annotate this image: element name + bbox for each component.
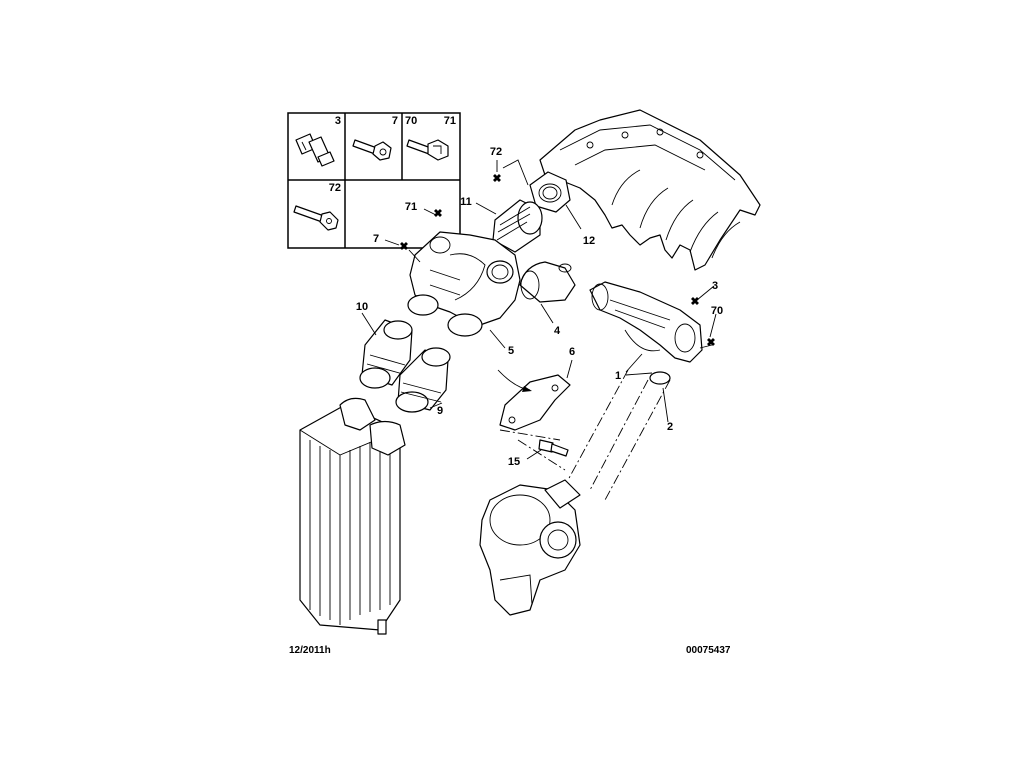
callout-11: 11 bbox=[460, 196, 472, 208]
intake-manifold bbox=[539, 109, 761, 271]
legend-label-3: 3 bbox=[335, 115, 341, 127]
callout-12: 12 bbox=[583, 235, 595, 247]
bolt-3-icon bbox=[295, 133, 335, 167]
part-6-bracket bbox=[499, 374, 571, 431]
turbocharger bbox=[479, 479, 581, 616]
x-marker-icon: ✖ bbox=[492, 173, 501, 185]
legend-label-7: 7 bbox=[392, 115, 398, 127]
callout-7: 7 bbox=[373, 233, 379, 245]
part-10-hose bbox=[359, 319, 413, 389]
callout-2: 2 bbox=[667, 421, 673, 433]
part-1-intake-pipe bbox=[589, 281, 703, 363]
callout-3: 3 bbox=[712, 280, 718, 292]
bolt-7-icon bbox=[352, 139, 392, 161]
callout-labels: 72 11 71 12 7 3 70 10 4 5 6 1 2 9 15 bbox=[356, 146, 723, 468]
x-marker-icon: ✖ bbox=[399, 241, 408, 253]
part-15-stud bbox=[538, 439, 569, 457]
callout-1: 1 bbox=[615, 370, 621, 382]
callout-70: 70 bbox=[711, 305, 723, 317]
callout-10: 10 bbox=[356, 301, 368, 313]
callout-71: 71 bbox=[405, 201, 417, 213]
intercooler bbox=[299, 397, 406, 635]
x-marker-icon: ✖ bbox=[706, 337, 715, 349]
callout-9: 9 bbox=[437, 405, 443, 417]
bolt-72-icon bbox=[293, 205, 339, 231]
callout-72: 72 bbox=[490, 146, 502, 158]
x-marker-icon: ✖ bbox=[690, 296, 699, 308]
bolt-70-71-icon bbox=[406, 139, 449, 161]
torque-markers: ✖ ✖ ✖ ✖ ✖ bbox=[399, 173, 715, 349]
assembly-lines bbox=[497, 369, 671, 501]
leader-lines bbox=[361, 159, 717, 460]
footer-date: 12/2011h bbox=[289, 645, 331, 656]
callout-4: 4 bbox=[554, 325, 561, 337]
part-4-elbow-hose bbox=[519, 261, 576, 303]
legend-label-71: 71 bbox=[444, 115, 456, 127]
part-9-hose bbox=[395, 347, 451, 413]
callout-5: 5 bbox=[508, 345, 514, 357]
callout-6: 6 bbox=[569, 346, 575, 358]
footer-reference: 00075437 bbox=[686, 645, 731, 656]
valve-body bbox=[407, 231, 521, 337]
part-11-hose bbox=[492, 199, 543, 253]
x-marker-icon: ✖ bbox=[433, 208, 442, 220]
callout-15: 15 bbox=[508, 456, 520, 468]
fastener-legend: 3 7 70 71 72 bbox=[287, 112, 461, 249]
legend-label-70: 70 bbox=[405, 115, 417, 127]
legend-label-72: 72 bbox=[329, 182, 341, 194]
part-2-seal bbox=[649, 371, 671, 385]
